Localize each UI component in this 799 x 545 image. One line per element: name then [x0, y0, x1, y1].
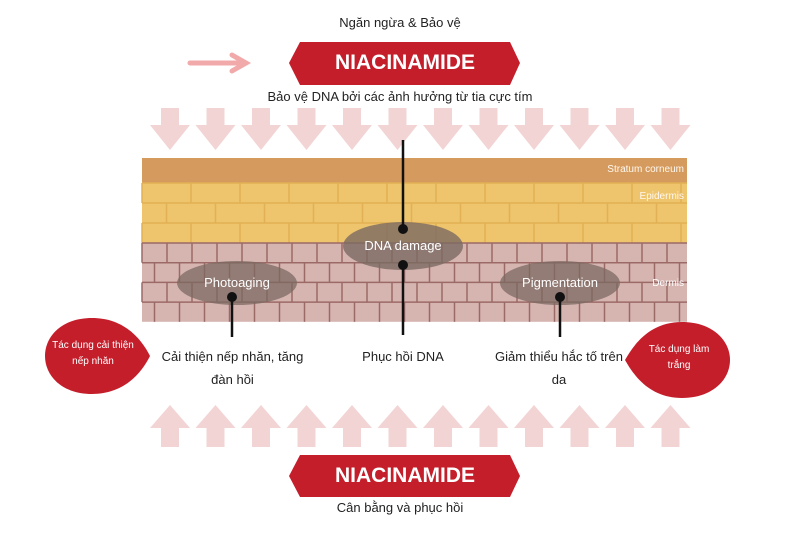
dna-damage-marker	[343, 222, 463, 270]
up-arrow-icon	[332, 405, 372, 447]
up-arrows	[150, 405, 691, 447]
bottom-banner-title: NIACINAMIDE	[335, 464, 475, 487]
down-arrow-icon	[195, 108, 236, 150]
top-caption: Ngăn ngừa & Bảo vệ	[339, 15, 461, 30]
left-badge-text: Tác dụng cải thiện nếp nhăn	[52, 340, 134, 367]
stratum-corneum-layer	[142, 158, 687, 183]
pink-arrow-icon	[187, 52, 252, 74]
bottom-banner-shape	[289, 455, 520, 497]
down-arrow-icon	[241, 108, 281, 150]
dna-damage-label: DNA damage	[364, 238, 442, 253]
effect-pigment-text: Giảm thiểu hắc tố trên da	[495, 349, 623, 387]
up-arrow-icon	[650, 405, 691, 447]
up-arrow-icon	[241, 405, 281, 447]
up-arrow-icon	[559, 405, 600, 447]
down-arrow-icon	[468, 108, 509, 150]
up-arrow-icon	[423, 405, 463, 447]
top-subtitle: Bảo vệ DNA bởi các ảnh hưởng từ tia cực …	[267, 89, 533, 104]
up-arrow-icon	[286, 405, 327, 447]
down-arrow-icon	[377, 108, 418, 150]
down-arrow-icon	[286, 108, 327, 150]
down-arrow-icon	[150, 108, 190, 150]
down-arrow-icon	[559, 108, 600, 150]
down-arrow-icon	[650, 108, 691, 150]
photoaging-marker	[177, 261, 297, 305]
up-arrow-icon	[468, 405, 509, 447]
down-arrows	[150, 108, 691, 150]
up-arrow-icon	[150, 405, 190, 447]
connector-lines	[230, 140, 562, 337]
pigmentation-marker	[500, 261, 620, 305]
connector-dots	[227, 224, 565, 302]
right-badge-shape	[625, 322, 730, 398]
up-arrow-icon	[377, 405, 418, 447]
down-arrow-icon	[423, 108, 463, 150]
stratum-label: Stratum corneum	[607, 164, 684, 175]
photoaging-label: Photoaging	[204, 275, 270, 290]
left-badge-shape	[45, 318, 150, 394]
right-badge-text: Tác dụng làm trắng	[648, 344, 710, 371]
down-arrow-icon	[332, 108, 372, 150]
top-banner-title: NIACINAMIDE	[335, 51, 475, 74]
up-arrow-icon	[605, 405, 645, 447]
effect-dna-text: Phục hồi DNA	[362, 349, 444, 364]
effect-wrinkle-text: Cải thiện nếp nhăn, tăng đàn hồi	[161, 349, 304, 387]
epidermis-label: Epidermis	[639, 191, 684, 202]
up-arrow-icon	[195, 405, 236, 447]
dermis-label: Dermis	[652, 278, 684, 289]
top-banner-shape	[289, 42, 520, 85]
up-arrow-icon	[514, 405, 554, 447]
pigmentation-label: Pigmentation	[522, 275, 598, 290]
bottom-caption: Cân bằng và phục hồi	[336, 500, 464, 515]
down-arrow-icon	[605, 108, 645, 150]
down-arrow-icon	[514, 108, 554, 150]
